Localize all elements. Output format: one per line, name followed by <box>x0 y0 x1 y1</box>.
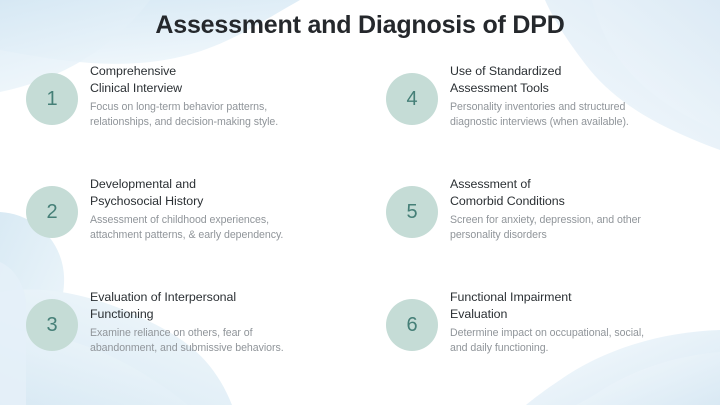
step-number-badge: 2 <box>26 186 78 238</box>
step-number-badge: 1 <box>26 73 78 125</box>
list-item-heading: Assessment of Comorbid Conditions <box>450 177 565 208</box>
list-item-description: Assessment of childhood experiences, att… <box>90 214 284 241</box>
list-item-heading: Comprehensive Clinical Interview <box>90 64 183 95</box>
list-item-body: Functional Impairment Evaluation Determi… <box>450 288 705 355</box>
items-grid: 1 Comprehensive Clinical Interview Focus… <box>0 62 720 405</box>
list-item-body: Assessment of Comorbid Conditions Screen… <box>450 175 705 242</box>
list-item-heading: Developmental and Psychosocial History <box>90 177 204 208</box>
list-item-heading: Functional Impairment Evaluation <box>450 290 572 321</box>
step-number-badge: 5 <box>386 186 438 238</box>
list-item-description: Focus on long-term behavior patterns, re… <box>90 101 279 128</box>
list-item-heading: Evaluation of Interpersonal Functioning <box>90 290 237 321</box>
list-item: 2 Developmental and Psychosocial History… <box>0 175 360 288</box>
list-item: 5 Assessment of Comorbid Conditions Scre… <box>360 175 720 288</box>
step-number-badge: 4 <box>386 73 438 125</box>
list-item: 1 Comprehensive Clinical Interview Focus… <box>0 62 360 175</box>
list-item-description: Determine impact on occupational, social… <box>450 327 645 354</box>
list-item: 3 Evaluation of Interpersonal Functionin… <box>0 288 360 401</box>
list-item-body: Developmental and Psychosocial History A… <box>90 175 345 242</box>
page-title: Assessment and Diagnosis of DPD <box>155 11 565 39</box>
list-item-description: Examine reliance on others, fear of aban… <box>90 327 284 354</box>
list-item: 4 Use of Standardized Assessment Tools P… <box>360 62 720 175</box>
list-item-body: Comprehensive Clinical Interview Focus o… <box>90 62 345 129</box>
list-item-description: Personality inventories and structured d… <box>450 101 629 128</box>
list-item-body: Evaluation of Interpersonal Functioning … <box>90 288 345 355</box>
list-item: 6 Functional Impairment Evaluation Deter… <box>360 288 720 401</box>
list-item-description: Screen for anxiety, depression, and othe… <box>450 214 641 241</box>
list-item-heading: Use of Standardized Assessment Tools <box>450 64 562 95</box>
step-number-badge: 3 <box>26 299 78 351</box>
step-number-badge: 6 <box>386 299 438 351</box>
list-item-body: Use of Standardized Assessment Tools Per… <box>450 62 705 129</box>
